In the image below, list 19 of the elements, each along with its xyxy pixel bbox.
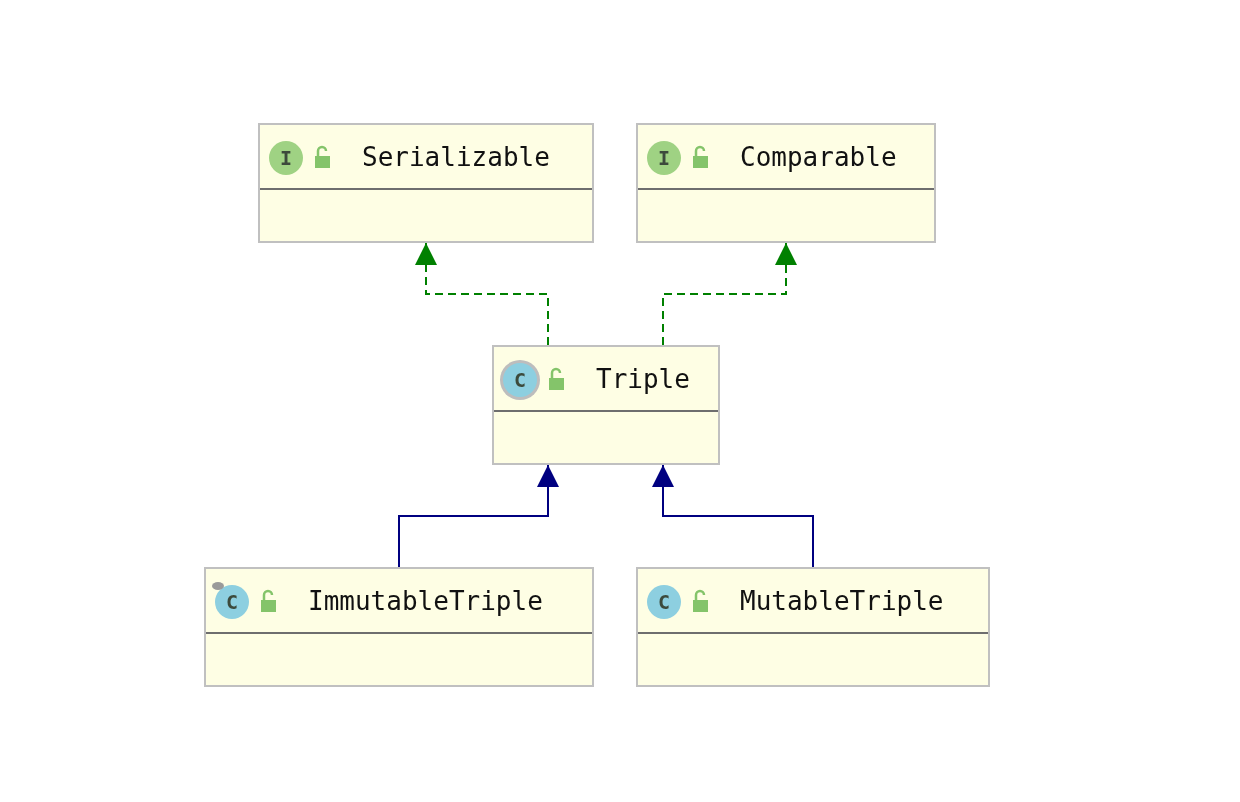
inheritance-arrow [662,242,797,346]
class-box [258,123,594,243]
class-name: Serializable [362,141,550,174]
class-box [492,345,720,465]
class-box [636,567,990,687]
type-badge-icon: I [269,141,303,175]
inheritance-arrow [415,242,549,346]
type-badge-icon: C [503,363,537,397]
class-name: MutableTriple [740,585,944,618]
inheritance-arrow [398,464,559,568]
class-box [636,123,936,243]
type-badge-icon: I [647,141,681,175]
inheritance-arrow [652,464,814,568]
type-badge-icon: C [647,585,681,619]
class-box [204,567,594,687]
class-name: Triple [596,363,690,396]
class-name: ImmutableTriple [308,585,543,618]
type-badge-icon: C [215,585,249,619]
class-name: Comparable [740,141,897,174]
